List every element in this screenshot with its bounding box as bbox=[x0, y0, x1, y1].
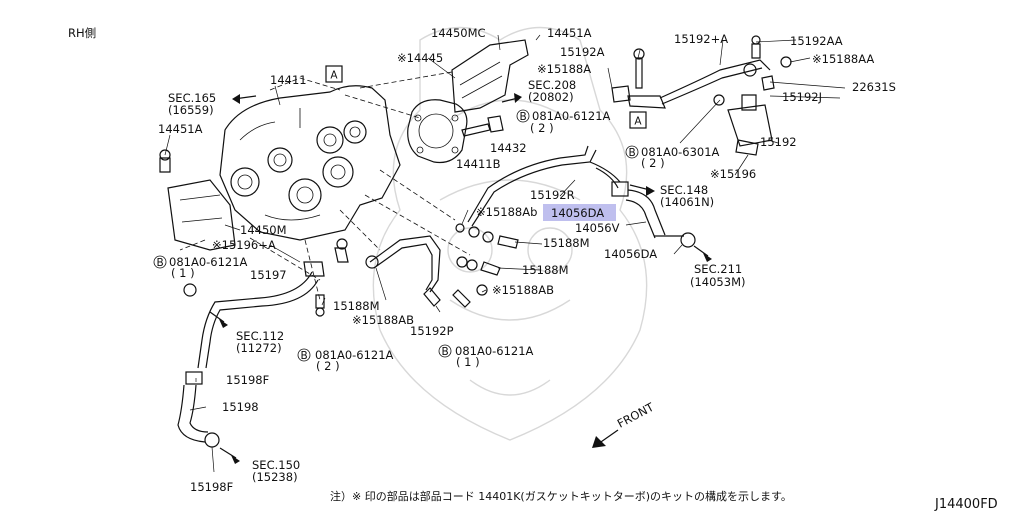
label-bolt-mark-d: B bbox=[301, 350, 308, 362]
label-15192A: 15192A bbox=[560, 45, 605, 59]
label-sec150-ref: (15238) bbox=[252, 470, 298, 484]
label-15188M-c: 15188M bbox=[333, 299, 380, 313]
label-sec112: SEC.112 bbox=[236, 329, 284, 343]
label-15198F-b: 15198F bbox=[190, 480, 233, 494]
footnote: 注）※ 印の部品は部品コード 14401K(ガスケットキットターボ)のキットの構… bbox=[330, 489, 792, 503]
label-14451A-left: 14451A bbox=[158, 122, 203, 136]
label-15198: 15198 bbox=[222, 400, 259, 414]
label-sec208: SEC.208 bbox=[528, 78, 576, 92]
side-label: RH側 bbox=[68, 26, 96, 40]
stud-14411B bbox=[461, 115, 504, 137]
label-14450M: 14450M bbox=[240, 223, 287, 237]
callout-box-a-right: A bbox=[629, 111, 647, 129]
label-15198F-a: 15198F bbox=[226, 373, 269, 387]
label-15188A: ※15188A bbox=[537, 62, 591, 76]
label-081A0-6301A: 081A0-6301A bbox=[641, 145, 720, 159]
highlight-14056DA bbox=[543, 204, 616, 221]
label-15197: 15197 bbox=[250, 268, 287, 282]
label-081A0-6121A-d: 081A0-6121A bbox=[455, 344, 534, 358]
label-14411B: 14411B bbox=[456, 157, 501, 171]
label-15188Ab: ※15188Ab bbox=[476, 205, 537, 219]
label-sec112-ref: (11272) bbox=[236, 341, 282, 355]
label-15192R: 15192R bbox=[530, 188, 575, 202]
diagram-code: J14400FD bbox=[934, 497, 998, 511]
label-15192J: 15192J bbox=[782, 90, 822, 104]
label-sec211: SEC.211 bbox=[694, 262, 742, 276]
turbocharger bbox=[219, 85, 401, 241]
hose-14056V bbox=[611, 181, 696, 248]
oil-block-15192 bbox=[713, 75, 775, 156]
label-15196-plus-a: ※15196+A bbox=[212, 238, 276, 252]
label-14432: 14432 bbox=[490, 141, 527, 155]
label-14056V: 14056V bbox=[575, 221, 620, 235]
label-sec165-ref: (16559) bbox=[168, 103, 214, 117]
guide-lines bbox=[179, 71, 471, 301]
label-sec165: SEC.165 bbox=[168, 91, 216, 105]
label-bolt-mark-c: B bbox=[157, 257, 164, 269]
label-qty-2a: ( 2 ) bbox=[530, 121, 554, 135]
label-sec211-ref: (14053M) bbox=[690, 275, 745, 289]
part-labels: 14450MC 14451A ※14445 14411 SEC.165 (165… bbox=[153, 26, 896, 494]
label-081A0-6121A-b: 081A0-6121A bbox=[169, 255, 248, 269]
label-sec150: SEC.150 bbox=[252, 458, 300, 472]
label-qty-2c: ( 2 ) bbox=[316, 359, 340, 373]
label-15188AA: ※15188AA bbox=[812, 52, 874, 66]
label-15188M-a: 15188M bbox=[543, 236, 590, 250]
front-label: FRONT bbox=[615, 399, 657, 430]
label-081A0-6121A-a: 081A0-6121A bbox=[532, 109, 611, 123]
label-sec148-ref: (14061N) bbox=[660, 195, 714, 209]
label-qty-2b: ( 2 ) bbox=[641, 156, 665, 170]
svg-text:A: A bbox=[330, 70, 338, 82]
label-15188M-b: 15188M bbox=[522, 263, 569, 277]
label-sec148: SEC.148 bbox=[660, 183, 708, 197]
label-bolt-mark-b: B bbox=[629, 147, 636, 159]
label-15188AB-a: ※15188AB bbox=[492, 283, 554, 297]
label-14411: 14411 bbox=[270, 73, 307, 87]
turbo-lower-shield bbox=[167, 179, 236, 251]
label-15188AB-b: ※15188AB bbox=[352, 313, 414, 327]
label-qty-1b: ( 1 ) bbox=[456, 355, 480, 369]
label-14056DA: 14056DA bbox=[604, 247, 657, 261]
label-14450MC: 14450MC bbox=[431, 26, 486, 40]
svg-text:A: A bbox=[634, 116, 642, 128]
callout-box-a-left: A bbox=[325, 65, 343, 83]
water-pipe-15192R bbox=[467, 145, 621, 227]
label-15192AA: 15192AA bbox=[790, 34, 843, 48]
label-bolt-mark-e: B bbox=[442, 346, 449, 358]
gasket-14445 bbox=[407, 99, 468, 164]
label-bolt-mark-a: B bbox=[520, 111, 527, 123]
label-qty-1a: ( 1 ) bbox=[171, 266, 195, 280]
oil-pipe-upper-15192A bbox=[611, 35, 792, 109]
label-081A0-6121A-c: 081A0-6121A bbox=[315, 348, 394, 362]
direction-arrows bbox=[209, 93, 712, 464]
label-15192P: 15192P bbox=[410, 324, 454, 338]
hose-15198 bbox=[177, 371, 220, 448]
label-14445: ※14445 bbox=[397, 51, 443, 65]
label-15196: ※15196 bbox=[710, 167, 756, 181]
leader-lines bbox=[164, 34, 846, 473]
label-15192: 15192 bbox=[760, 135, 797, 149]
label-14451A-top: 14451A bbox=[547, 26, 592, 40]
label-14056DA-highlighted: 14056DA bbox=[551, 206, 604, 220]
label-15192-plus-a: 15192+A bbox=[674, 32, 728, 46]
banjo-bolts-middle bbox=[159, 149, 519, 317]
oil-pipe-15192P bbox=[365, 235, 441, 307]
label-sec208-ref: (20802) bbox=[528, 90, 574, 104]
label-22631S: 22631S bbox=[852, 80, 896, 94]
